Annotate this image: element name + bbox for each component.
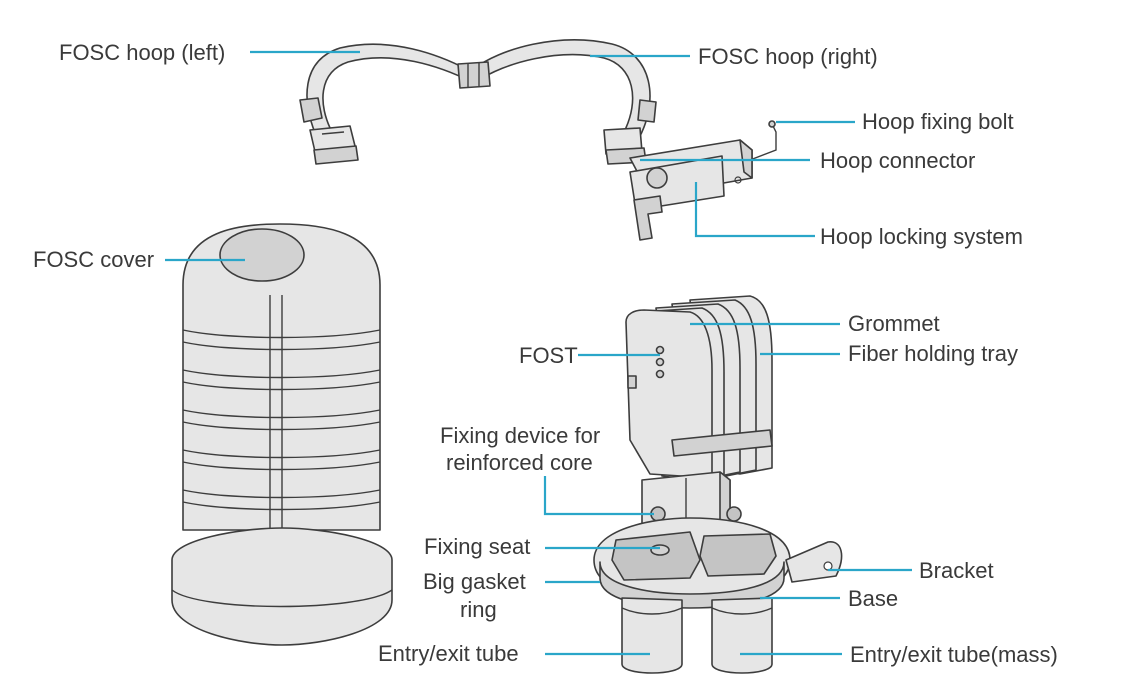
fost-drawing xyxy=(593,295,843,674)
label-entry-exit-tube-mass: Entry/exit tube(mass) xyxy=(850,642,1058,667)
label-fiber-holding-tray: Fiber holding tray xyxy=(848,341,1018,366)
label-fixing-device-line1: Fixing device for xyxy=(440,423,601,448)
leader-hoop-locking-system xyxy=(694,182,815,238)
label-base: Base xyxy=(848,586,899,611)
fosc-cover-drawing xyxy=(171,223,393,646)
label-hoop-left: FOSC hoop (left) xyxy=(59,40,226,65)
label-entry-exit-tube: Entry/exit tube xyxy=(378,641,519,666)
leader-lines xyxy=(165,50,912,656)
fosc-hoop-drawing xyxy=(299,39,657,165)
label-hoop-locking-system: Hoop locking system xyxy=(820,224,1023,249)
label-fost: FOST xyxy=(519,343,578,368)
label-hoop-fixing-bolt: Hoop fixing bolt xyxy=(862,109,1014,134)
label-fixing-device-line2: reinforced core xyxy=(446,450,593,475)
label-hoop-right: FOSC hoop (right) xyxy=(698,44,878,69)
label-grommet: Grommet xyxy=(848,311,940,336)
label-bracket: Bracket xyxy=(919,558,994,583)
label-big-gasket-line1: Big gasket xyxy=(423,569,526,594)
label-fosc-cover: FOSC cover xyxy=(33,247,155,272)
hoop-connector-drawing xyxy=(629,120,777,241)
label-big-gasket-line2: ring xyxy=(460,597,497,622)
label-hoop-connector: Hoop connector xyxy=(820,148,976,173)
label-fixing-seat: Fixing seat xyxy=(424,534,531,559)
leader-fixing-device xyxy=(543,476,654,516)
